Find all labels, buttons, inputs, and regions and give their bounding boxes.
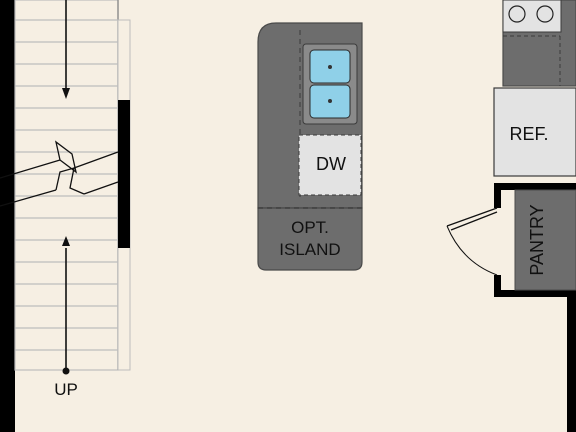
pantry: PANTRY [446,183,576,297]
burner-left-icon [508,5,526,23]
sink-drain-upper [328,65,332,69]
pantry-shelving [514,189,576,291]
pantry-label: PANTRY [527,204,547,275]
pantry-top-wall [494,183,576,190]
pantry-left-wall-upper [494,183,501,208]
perimeter-counter [502,0,576,87]
refrigerator: REF. [493,87,576,177]
stair-half-wall [118,100,130,248]
optional-island-extension [257,207,363,271]
refrigerator-label: REF. [509,124,548,144]
dishwasher-label: DW [316,154,346,174]
break-line-lower-right [83,181,119,195]
break-line-lower-zigzag [55,167,85,195]
pantry-left-wall-lower [494,275,501,297]
left-exterior-wall [0,0,15,432]
up-arrow-head [62,236,70,246]
dishwasher [298,134,362,196]
stair-treads [15,19,118,351]
island-label-line2: ISLAND [279,240,340,259]
staircase: UP [0,0,131,399]
burner-right-icon [536,5,554,23]
up-arrow-start-dot [62,367,70,375]
right-exterior-wall [567,297,576,432]
break-line-lower-left [0,189,57,207]
refrigerator-box [493,87,576,177]
stairs-up-label: UP [54,380,78,399]
island-label-line1: OPT. [291,218,329,237]
break-line-zigzag [54,140,78,174]
pantry-door-leaf [446,207,498,227]
cooktop [502,0,562,33]
pantry-door-swing-arc [446,225,498,276]
break-line-right [73,151,119,169]
pantry-bottom-wall [494,290,576,297]
kitchen-island: DW OPT. ISLAND [257,22,363,271]
down-arrow-head [62,88,70,99]
sink-drain-lower [328,99,332,103]
break-line-left [0,159,61,179]
pantry-door-leaf-inner [450,211,498,231]
